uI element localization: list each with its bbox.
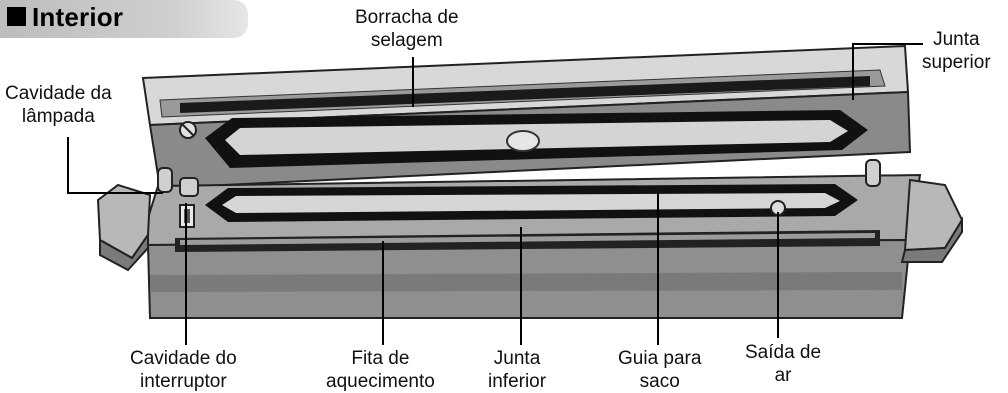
label-junta-inferior: Junta inferior bbox=[488, 348, 547, 392]
label-fita-de-aquecimento: Fita de aquecimento bbox=[326, 348, 435, 392]
section-header: Interior bbox=[0, 0, 248, 38]
left-clip bbox=[96, 183, 152, 272]
label-guia-para-saco: Guia para saco bbox=[618, 348, 702, 392]
square-bullet-icon bbox=[7, 7, 26, 26]
right-clip bbox=[900, 178, 964, 263]
label-junta-superior: Junta superior bbox=[922, 29, 991, 73]
label-cavidade-do-interruptor: Cavidade do interruptor bbox=[130, 348, 237, 392]
base bbox=[146, 173, 922, 319]
sealing-rubber bbox=[180, 76, 870, 113]
label-borracha-de-selagem: Borracha de selagem bbox=[355, 7, 459, 51]
label-saida-de-ar: Saída de ar bbox=[745, 342, 822, 386]
label-cavidade-da-lampada: Cavidade da lâmpada bbox=[5, 83, 112, 127]
leader-lines bbox=[67, 43, 923, 345]
lid bbox=[141, 44, 912, 190]
section-title: Interior bbox=[32, 2, 124, 32]
